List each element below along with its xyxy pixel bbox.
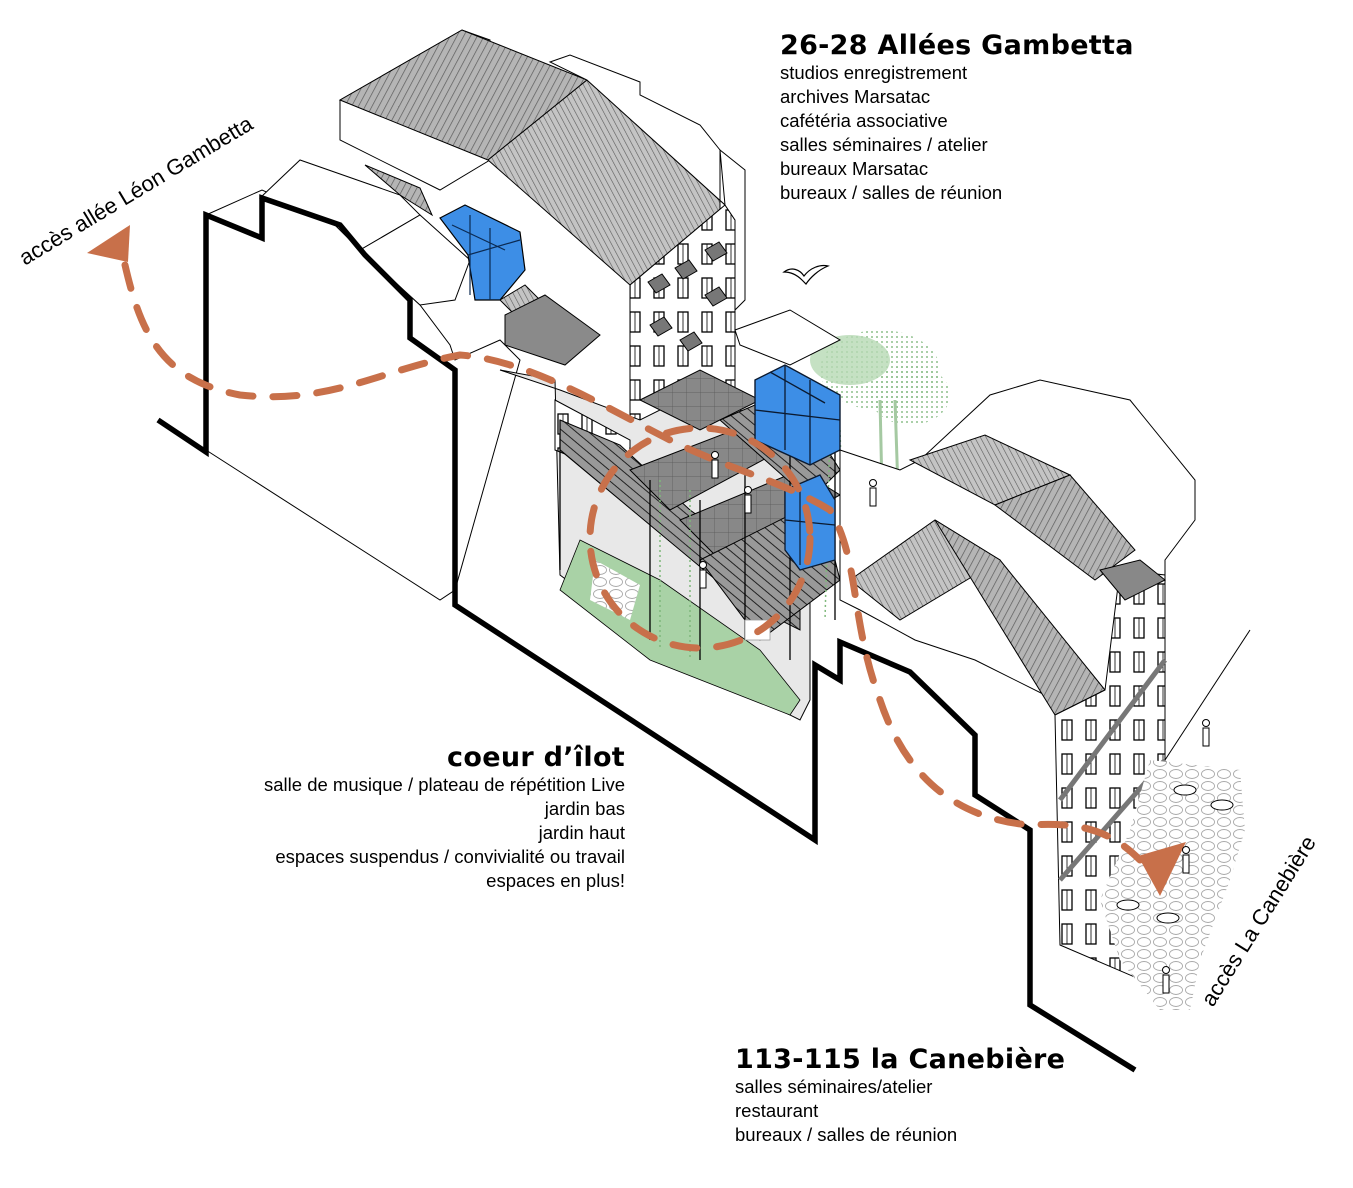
programme-item: espaces suspendus / convivialité ou trav…: [275, 846, 625, 867]
programme-item: salles séminaires / atelier: [780, 134, 988, 155]
programme-item: jardin haut: [538, 822, 625, 843]
programme-item: studios enregistrement: [780, 62, 968, 83]
courtyard: [499, 369, 846, 721]
programme-item: salle de musique / plateau de répétition…: [264, 774, 625, 795]
programme-item: bureaux / salles de réunion: [735, 1124, 958, 1145]
arrow-triangle-icon-end: [1138, 842, 1186, 896]
circulation-path: [87, 225, 1186, 896]
trees: [810, 330, 950, 491]
label-coeur-ilot: coeur d’îlot salle de musique / plateau …: [264, 743, 625, 893]
label-canebiere: 113-115 la Canebière salles séminaires/a…: [735, 1045, 1065, 1147]
building-title: 26-28 Allées Gambetta: [780, 30, 1134, 61]
label-gambetta: 26-28 Allées Gambetta studios enregistre…: [780, 31, 1134, 205]
programme-item: cafétéria associative: [780, 110, 948, 131]
bird-icon: [782, 264, 830, 285]
programme-item: restaurant: [735, 1100, 819, 1121]
programme-item: archives Marsatac: [780, 86, 931, 107]
programme-item: bureaux / salles de réunion: [780, 182, 1003, 203]
people-figures: [699, 451, 1234, 994]
building-gambetta: [338, 29, 746, 481]
section-cut-line: [156, 194, 1137, 1073]
programme-item: bureaux Marsatac: [780, 158, 929, 179]
street-terrace: [1100, 629, 1251, 1010]
programme-item: espaces en plus!: [486, 870, 625, 891]
arrow-triangle-icon-start: [87, 225, 130, 262]
building-title: coeur d’îlot: [447, 742, 625, 773]
programme-item: jardin bas: [544, 798, 625, 819]
building-title: 113-115 la Canebière: [735, 1044, 1066, 1075]
programme-item: salles séminaires/atelier: [735, 1076, 933, 1097]
balcony-boxes: [647, 241, 728, 352]
building-left-wing: [205, 159, 521, 601]
glass-pavilion-top: [439, 204, 601, 366]
